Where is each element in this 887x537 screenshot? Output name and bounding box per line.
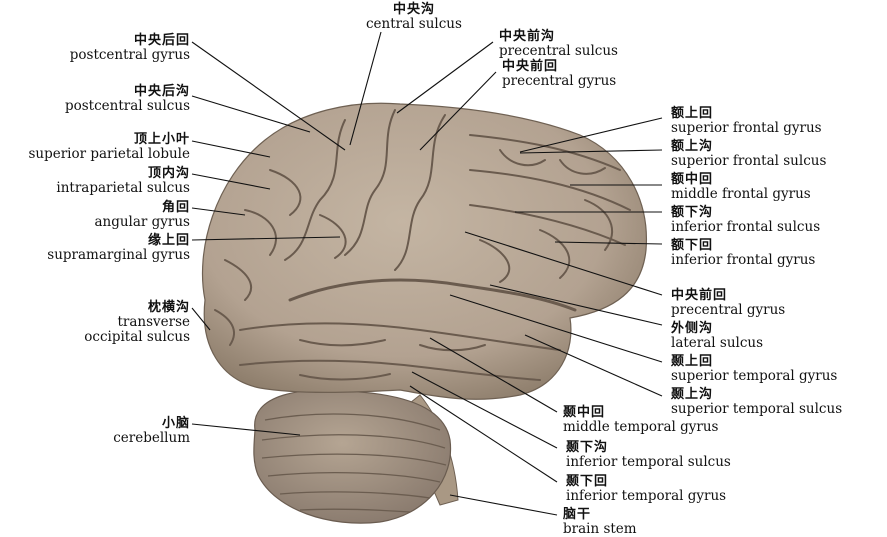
- label-zh: 中央前回: [671, 288, 728, 303]
- label-en: superior frontal sulcus: [671, 153, 827, 169]
- label-zh: 脑干: [563, 507, 592, 522]
- label-en: middle frontal gyrus: [671, 186, 811, 202]
- label-zh: 颞上沟: [671, 387, 714, 402]
- label-precentral-gyrus-right: 中央前回 precentral gyrus: [671, 288, 785, 318]
- label-superior-parietal-lobule: 顶上小叶 superior parietal lobule: [28, 132, 190, 162]
- label-en: cerebellum: [113, 430, 190, 446]
- label-superior-frontal-sulcus: 额上沟 superior frontal sulcus: [671, 139, 826, 169]
- label-precentral-sulcus-top: 中央前沟 precentral sulcus: [499, 29, 618, 59]
- label-lateral-sulcus: 外侧沟 lateral sulcus: [671, 321, 763, 351]
- label-zh: 外侧沟: [671, 321, 714, 336]
- label-zh: 额下沟: [671, 205, 714, 220]
- label-en: superior temporal sulcus: [671, 401, 843, 417]
- label-zh: 缘上回: [147, 233, 190, 248]
- label-precentral-gyrus-top: 中央前回 precentral gyrus: [502, 59, 616, 89]
- label-superior-frontal-gyrus: 额上回 superior frontal gyrus: [671, 106, 822, 136]
- label-en: inferior temporal sulcus: [566, 454, 731, 470]
- label-en: postcentral gyrus: [69, 47, 190, 63]
- label-inferior-temporal-sulcus: 颞下沟 inferior temporal sulcus: [566, 440, 731, 470]
- label-zh: 额中回: [671, 172, 714, 187]
- label-inferior-frontal-gyrus: 额下回 inferior frontal gyrus: [671, 238, 815, 268]
- label-inferior-temporal-gyrus: 颞下回 inferior temporal gyrus: [566, 474, 726, 504]
- label-angular-gyrus: 角回 angular gyrus: [94, 200, 190, 230]
- label-zh: 枕横沟: [147, 300, 190, 315]
- label-zh: 颞下沟: [566, 440, 609, 455]
- label-en: precentral gyrus: [671, 302, 786, 318]
- label-superior-temporal-gyrus: 颞上回 superior temporal gyrus: [671, 354, 837, 384]
- label-supramarginal-gyrus: 缘上回 supramarginal gyrus: [47, 233, 190, 263]
- label-zh: 中央前回: [502, 59, 559, 74]
- label-intraparietal-sulcus: 顶内沟 intraparietal sulcus: [56, 166, 190, 196]
- label-brain-stem: 脑干 brain stem: [563, 507, 637, 537]
- label-zh: 中央后回: [133, 33, 190, 48]
- label-cerebellum: 小脑 cerebellum: [113, 416, 190, 446]
- label-zh: 颞中回: [563, 405, 606, 420]
- label-en: superior parietal lobule: [28, 146, 190, 162]
- label-en: brain stem: [563, 521, 637, 537]
- label-zh: 中央沟: [392, 2, 435, 17]
- label-en: precentral sulcus: [499, 43, 618, 59]
- label-zh: 中央前沟: [499, 29, 556, 44]
- label-en: precentral gyrus: [502, 73, 617, 89]
- label-postcentral-sulcus: 中央后沟 postcentral sulcus: [65, 84, 190, 114]
- label-zh: 顶上小叶: [133, 132, 190, 147]
- label-zh: 额下回: [671, 238, 714, 253]
- label-inferior-frontal-sulcus: 额下沟 inferior frontal sulcus: [671, 205, 820, 235]
- leader-lines: [191, 31, 663, 516]
- label-en: central sulcus: [366, 16, 462, 32]
- label-en-line2: occipital sulcus: [84, 329, 190, 345]
- label-en: inferior frontal sulcus: [671, 219, 821, 235]
- label-zh: 小脑: [161, 416, 190, 431]
- label-en: angular gyrus: [94, 214, 190, 230]
- label-en: supramarginal gyrus: [47, 247, 190, 263]
- label-zh: 顶内沟: [147, 166, 190, 181]
- label-en: superior temporal gyrus: [671, 368, 838, 384]
- gyri-texture: [214, 109, 631, 381]
- label-zh: 颞下回: [566, 474, 609, 489]
- cerebellum-folia: [261, 413, 447, 513]
- label-en: inferior frontal gyrus: [671, 252, 816, 268]
- label-zh: 颞上回: [671, 354, 714, 369]
- label-zh: 中央后沟: [133, 84, 190, 99]
- label-zh: 角回: [161, 200, 190, 215]
- label-en: transverse: [117, 314, 190, 330]
- label-en: lateral sulcus: [671, 335, 764, 351]
- label-transverse-occipital-sulcus: 枕横沟 transverse occipital sulcus: [84, 300, 190, 345]
- label-middle-frontal-gyrus: 额中回 middle frontal gyrus: [671, 172, 811, 202]
- cerebrum-shape: [201, 102, 648, 400]
- label-en: middle temporal gyrus: [563, 419, 719, 435]
- label-en: postcentral sulcus: [64, 98, 190, 114]
- label-zh: 额上沟: [671, 139, 714, 154]
- label-en: intraparietal sulcus: [56, 180, 190, 196]
- label-en: superior frontal gyrus: [671, 120, 822, 136]
- label-superior-temporal-sulcus: 颞上沟 superior temporal sulcus: [671, 387, 842, 417]
- label-central-sulcus: 中央沟 central sulcus: [366, 2, 462, 32]
- label-middle-temporal-gyrus: 颞中回 middle temporal gyrus: [563, 405, 718, 435]
- label-postcentral-gyrus: 中央后回 postcentral gyrus: [70, 33, 190, 63]
- label-zh: 额上回: [671, 106, 714, 121]
- label-en: inferior temporal gyrus: [566, 488, 727, 504]
